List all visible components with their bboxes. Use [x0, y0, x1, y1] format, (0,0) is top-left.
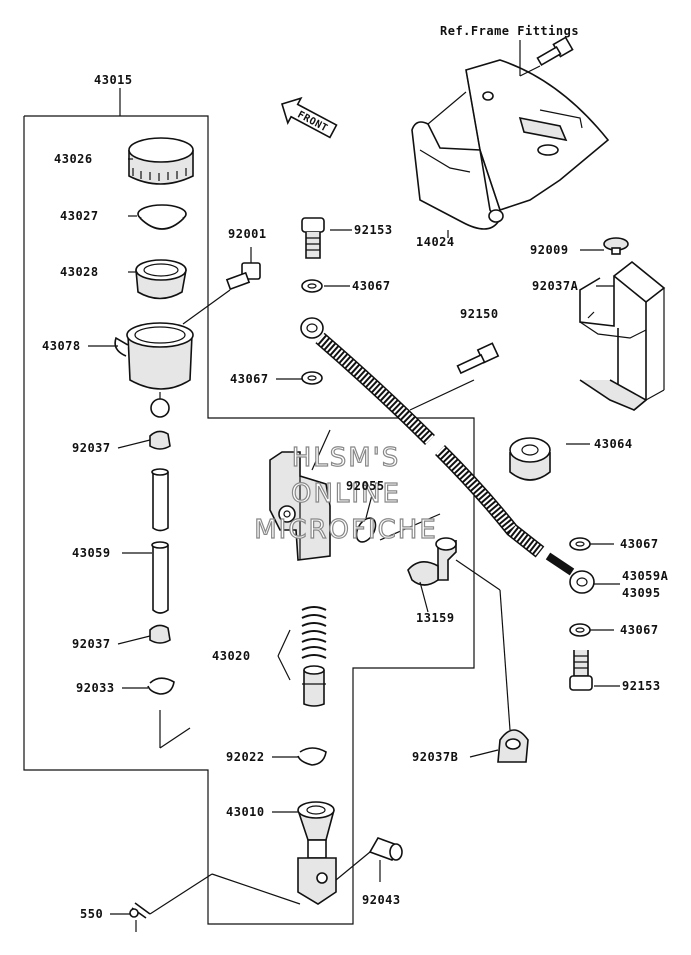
banjo-fitting-top — [300, 317, 324, 339]
label-43059A: 43059A — [622, 569, 669, 583]
label-92001: 92001 — [228, 227, 267, 241]
banjo-fitting-43059A — [545, 552, 595, 594]
master-cylinder-body — [269, 429, 331, 561]
front-arrow: FRONT — [281, 96, 338, 139]
diaphragm-part — [135, 259, 187, 300]
label-14024: 14024 — [416, 235, 455, 249]
label-43067-b: 43067 — [230, 372, 269, 386]
label-43067-c: 43067 — [620, 537, 659, 551]
label-leaders — [88, 158, 620, 915]
watermark-line-3: MICROFICHE — [254, 515, 438, 545]
label-92043: 92043 — [362, 893, 401, 907]
label-92022: 92022 — [226, 750, 265, 764]
o-ring-92055-part — [355, 517, 377, 543]
label-92037A: 92037A — [532, 279, 579, 293]
reservoir-part — [114, 322, 194, 418]
label-43010: 43010 — [226, 805, 265, 819]
label-43078: 43078 — [42, 339, 81, 353]
watermark: HLSM'S ONLINE MICROFICHE — [254, 442, 438, 545]
diaphragm-plate-part — [137, 204, 187, 230]
watermark-line-1: HLSM'S — [292, 443, 401, 473]
watermark-line-2: ONLINE — [291, 479, 401, 509]
label-92153-bottom: 92153 — [622, 679, 661, 693]
leader-43020-b — [277, 655, 291, 681]
label-92055: 92055 — [346, 479, 385, 493]
assembly-boundary — [23, 115, 475, 925]
label-43028: 43028 — [60, 265, 99, 279]
pin-92043-part — [335, 837, 403, 881]
leader-92055 — [365, 494, 373, 519]
label-43026: 43026 — [54, 152, 93, 166]
fitting-13159-part — [407, 537, 511, 731]
banjo-bolt-92153-bottom-part — [569, 650, 593, 691]
ref-frame-bolt — [519, 36, 574, 77]
brake-hose-part — [315, 332, 545, 558]
spring-43020-part — [301, 606, 327, 659]
washer-43067-d-part — [569, 623, 591, 637]
clamp-92037-bottom-part — [149, 624, 171, 644]
hose-43059-part — [151, 468, 169, 614]
label-92153-top: 92153 — [354, 223, 393, 237]
screw-92009-part — [603, 237, 629, 255]
clamp-92037B-part — [497, 729, 529, 763]
label-43095: 43095 — [622, 586, 661, 600]
label-550: 550 — [80, 907, 103, 921]
bolt-92150-part — [456, 342, 500, 375]
label-92009: 92009 — [530, 243, 569, 257]
washer-43067-b-part — [301, 371, 323, 385]
push-rod-43010-part — [297, 801, 337, 905]
label-43059: 43059 — [72, 546, 111, 560]
cotter-pin-550-part — [129, 873, 301, 932]
washer-43067-c-part — [569, 537, 591, 551]
label-92037B: 92037B — [412, 750, 458, 764]
washer-43067-a-part — [301, 279, 323, 293]
bracket-92037A-part — [579, 260, 666, 412]
label-92033: 92033 — [76, 681, 115, 695]
circlip-92033-part — [147, 677, 191, 749]
guard-14024-part — [411, 59, 610, 238]
label-92037-bottom: 92037 — [72, 637, 111, 651]
label-92150: 92150 — [460, 307, 499, 321]
bolt-92001-part — [182, 247, 261, 325]
piston-43020-part — [302, 665, 326, 707]
leader-body-fitting — [379, 513, 441, 541]
label-43067-a: 43067 — [352, 279, 391, 293]
circlip-92022-part — [297, 747, 327, 766]
leader-43020-a — [277, 629, 291, 657]
label-43015: 43015 — [94, 73, 133, 87]
label-43064: 43064 — [594, 437, 633, 451]
label-92037-top: 92037 — [72, 441, 111, 455]
clamp-92037-top-part — [149, 430, 171, 450]
label-43067-d: 43067 — [620, 623, 659, 637]
grommet-43064-part — [509, 437, 551, 481]
part-labels: Ref.Frame Fittings 43015 43026 43027 430… — [42, 24, 669, 921]
banjo-bolt-92153-top-part — [301, 217, 325, 259]
label-43020: 43020 — [212, 649, 251, 663]
label-43027: 43027 — [60, 209, 99, 223]
label-13159: 13159 — [416, 611, 455, 625]
reservoir-cap-part — [128, 137, 194, 185]
ref-frame-fittings-label: Ref.Frame Fittings — [440, 24, 579, 38]
